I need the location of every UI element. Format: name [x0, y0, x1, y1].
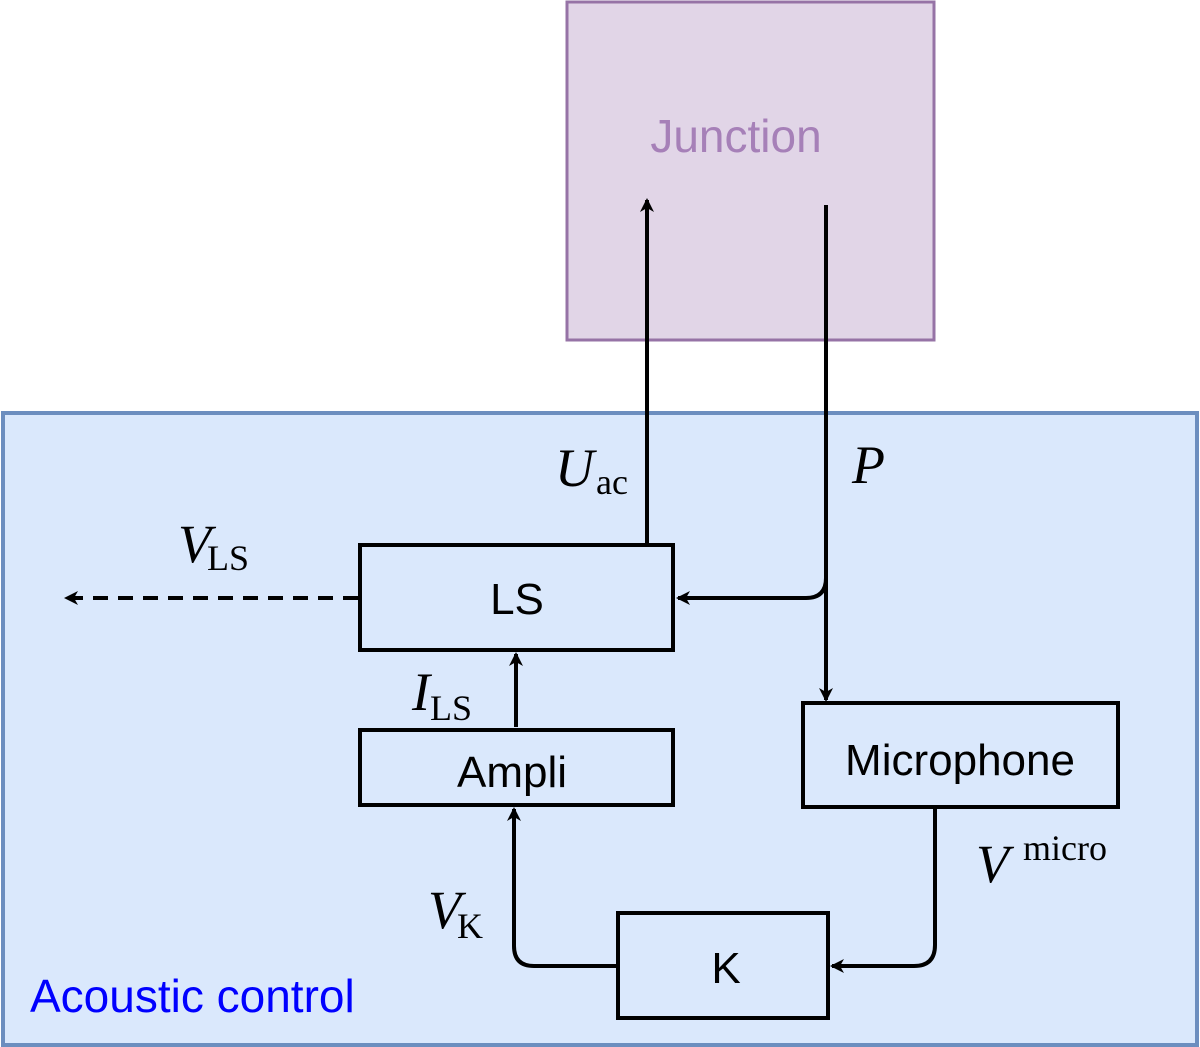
microphone-block — [801, 701, 1120, 809]
ampli-block — [358, 728, 675, 807]
ls-block — [358, 543, 675, 652]
v-k-label: VK — [428, 880, 483, 946]
k-block — [616, 911, 830, 1020]
v-k-arrow — [507, 807, 616, 968]
junction-label: Junction — [650, 110, 821, 162]
p-branch-arrow — [676, 577, 828, 605]
i-ls-label: ILS — [411, 662, 472, 728]
ampli-label: Ampli — [457, 748, 567, 797]
acoustic-control-label: Acoustic control — [30, 970, 355, 1022]
microphone-label: Microphone — [845, 736, 1075, 785]
p-label: P — [851, 435, 885, 495]
ls-label: LS — [490, 575, 544, 624]
junction-block — [565, 0, 936, 342]
k-label: K — [711, 944, 740, 993]
v-ls-label: VLS — [178, 514, 249, 578]
u-ac-label: Uac — [555, 438, 628, 502]
v-micro-arrow — [830, 809, 937, 973]
